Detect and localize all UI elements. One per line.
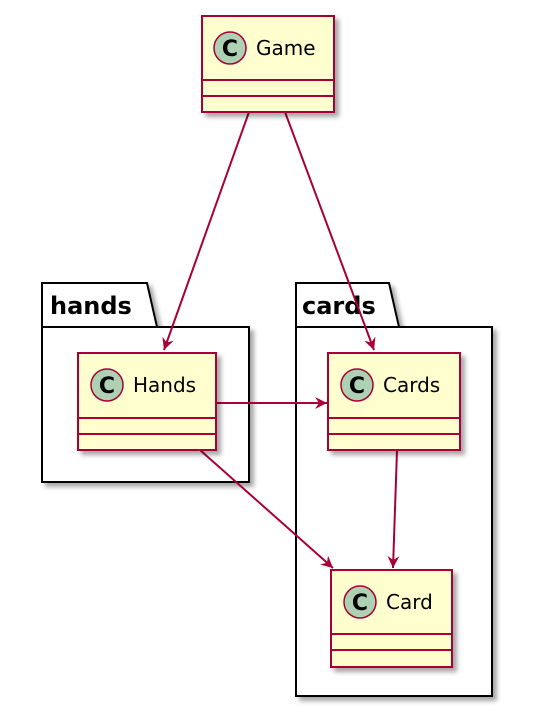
class-name-card: Card <box>386 590 433 614</box>
class-c-letter: C <box>349 374 365 399</box>
class-c-icon <box>340 368 374 402</box>
class-cards[interactable]: C Cards <box>327 352 461 451</box>
relation-cards-card <box>387 449 400 569</box>
class-c-letter: C <box>352 591 368 616</box>
class-c-icon <box>213 31 247 65</box>
package-title-hands: hands <box>50 292 132 320</box>
class-name-hands: Hands <box>133 373 196 397</box>
class-name-cards: Cards <box>383 373 440 397</box>
class-c-icon <box>343 585 377 619</box>
class-hands[interactable]: C Hands <box>77 352 217 451</box>
class-card[interactable]: C Card <box>330 569 453 668</box>
package-title-cards: cards <box>302 292 376 320</box>
class-game[interactable]: C Game <box>201 15 335 113</box>
relation-game-hands <box>162 111 250 351</box>
class-c-icon <box>90 368 124 402</box>
class-c-letter: C <box>222 37 238 62</box>
class-c-letter: C <box>99 374 115 399</box>
relation-game-cards <box>284 111 376 351</box>
relation-hands-card <box>199 449 334 569</box>
relations <box>162 111 400 569</box>
class-name-game: Game <box>256 36 316 60</box>
